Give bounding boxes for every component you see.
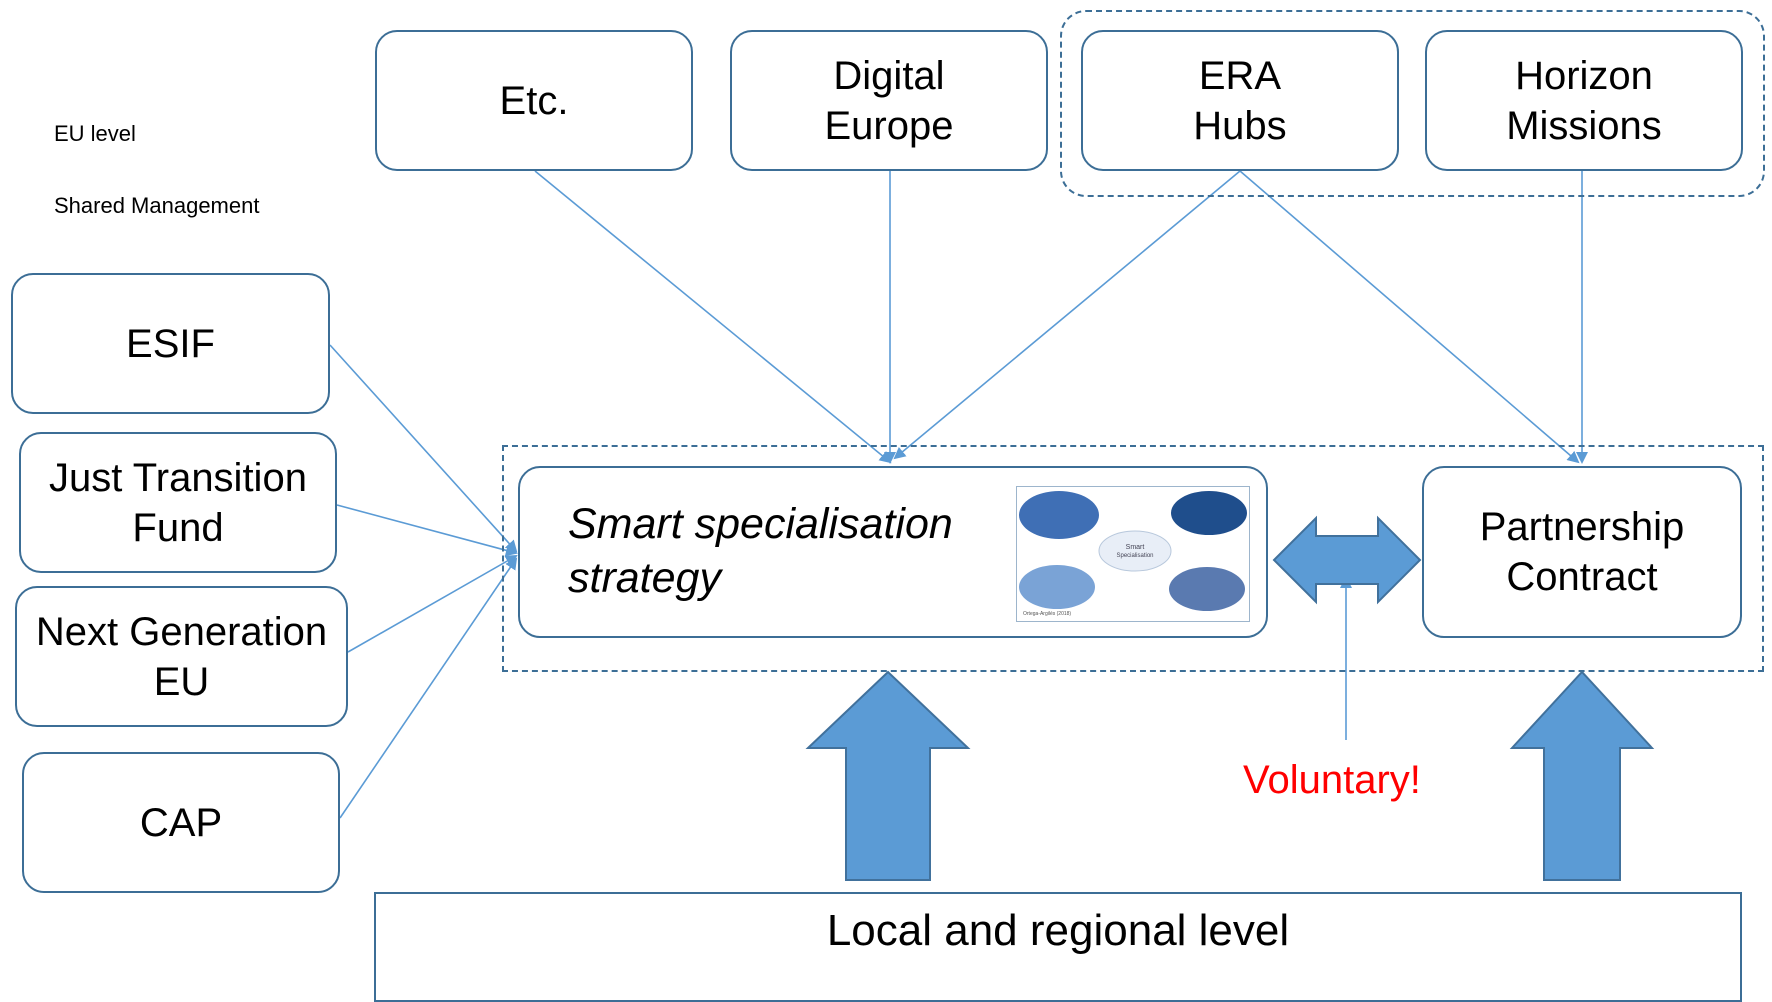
strategy-label: Smart specialisation strategy xyxy=(568,500,953,602)
thumbnail-bubble-industrial xyxy=(1171,491,1247,535)
thumbnail-bubble-policy xyxy=(1169,567,1245,611)
regional-strategy-group-dashed xyxy=(502,445,1764,672)
programme-label: ERA Hubs xyxy=(1193,53,1287,148)
double-arrow-strategy-partnership xyxy=(1272,515,1422,605)
programme-box-horizon-missions: Horizon Missions xyxy=(1425,30,1743,171)
thumbnail-center xyxy=(1098,530,1172,572)
connector-layer xyxy=(329,170,1655,881)
programme-label: Etc. xyxy=(499,78,569,123)
programme-box-era-hubs: ERA Hubs xyxy=(1081,30,1399,171)
arrow-cap-to-strategy xyxy=(339,557,518,819)
arrow-ngeu-to-strategy xyxy=(347,555,518,653)
local-regional-label: Local and regional level xyxy=(826,906,1290,955)
fund-label: CAP xyxy=(139,800,223,845)
thumbnail-graphic: Smart Specialisation Ortega-Argilés (201… xyxy=(1019,491,1247,617)
arrow-era-hubs-to-strategy xyxy=(893,170,1241,460)
partnership-label: Partnership Contract xyxy=(1479,505,1685,599)
fund-box-cap: CAP xyxy=(22,752,340,893)
fund-box-esif: ESIF xyxy=(11,273,330,414)
voluntary-label: Voluntary! xyxy=(1243,758,1421,802)
thumbnail-bubble-edp xyxy=(1019,491,1099,539)
up-arrow-to-partnership xyxy=(1509,670,1655,881)
thumbnail-center-title: Smart xyxy=(1126,544,1145,551)
local-regional-level-box: Local and regional level xyxy=(374,892,1742,1002)
up-arrow-to-strategy xyxy=(805,670,971,881)
fund-label: ESIF xyxy=(126,321,215,366)
shared-management-note: Shared Management xyxy=(54,193,260,218)
fund-label: Next Generation EU xyxy=(35,609,328,704)
arrow-etc-to-strategy xyxy=(534,170,892,464)
programme-box-digital-europe: Digital Europe xyxy=(730,30,1048,171)
programme-box-etc: Etc. xyxy=(375,30,693,171)
eu-level-note: EU level xyxy=(54,121,136,146)
thumbnail-credit: Ortega-Argilés (2018) xyxy=(1023,611,1071,617)
partnership-contract-box: Partnership Contract xyxy=(1422,466,1742,638)
arrow-era-hubs-to-partnership xyxy=(1239,170,1580,464)
arrow-jtf-to-strategy xyxy=(336,504,518,557)
thumbnail-bubble-vision xyxy=(1019,565,1095,609)
programme-label: Horizon Missions xyxy=(1506,53,1662,148)
thumbnail-center-sub: Specialisation xyxy=(1116,553,1153,559)
fund-box-just-transition-fund: Just Transition Fund xyxy=(19,432,337,573)
thumbnail-frame: Smart Specialisation Ortega-Argilés (201… xyxy=(1016,486,1250,622)
arrow-esif-to-strategy xyxy=(329,344,518,553)
programme-label: Digital Europe xyxy=(824,53,954,148)
fund-box-next-generation-eu: Next Generation EU xyxy=(15,586,348,727)
fund-label: Just Transition Fund xyxy=(49,455,307,550)
eu-missions-group-dashed xyxy=(1060,10,1765,197)
